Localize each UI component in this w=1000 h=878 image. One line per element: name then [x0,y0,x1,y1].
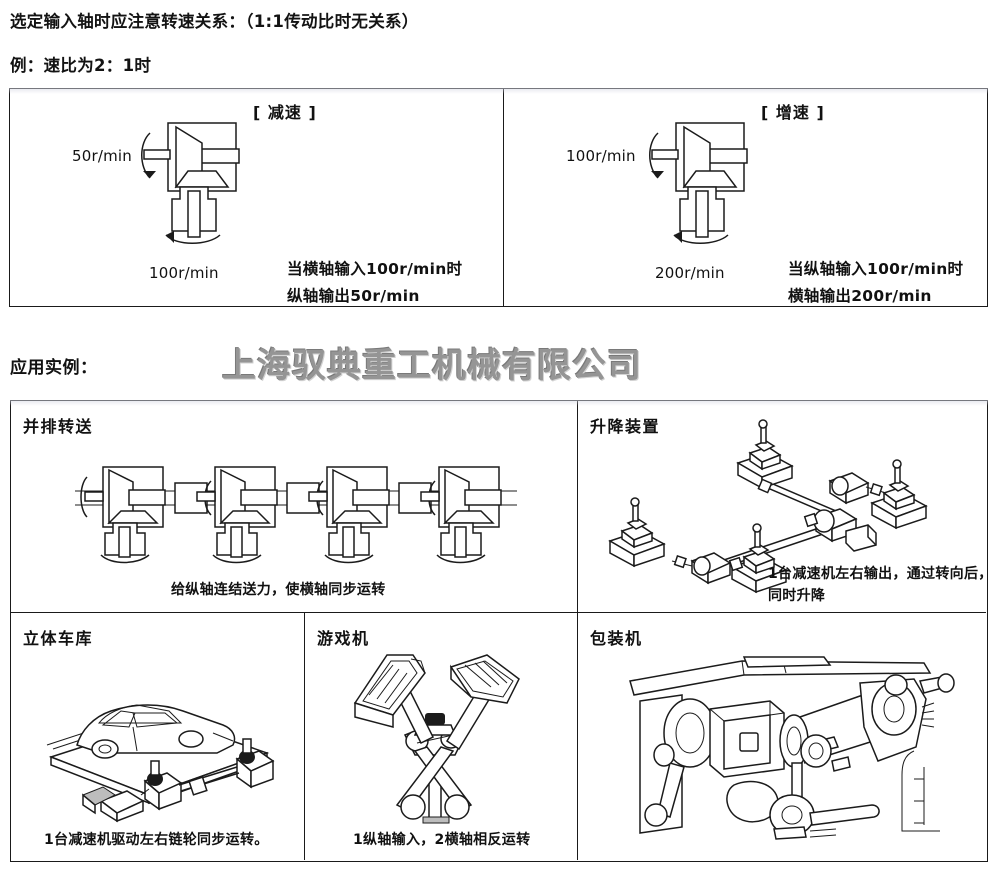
speed-box-divider [503,89,504,306]
rpm-label-input-overdrive: 100r/min [566,147,636,165]
panel-game-machine: 游戏机 [305,613,578,860]
application-examples-box: 并排转送 [10,400,988,862]
application-examples-label: 应用实例： [10,358,98,378]
speed-relation-box: [ 减速 ] 50r/min 100r/min 当横轴输入100r/min时 纵… [9,88,988,307]
panel-caption-lift-line-1: 1台减速机左右输出，通过转向后， [768,566,986,582]
speed-cell-title-reduction: [ 减速 ] [253,103,317,122]
packaging-machine-belt-drive-diagram [624,655,955,845]
panel-title-garage: 立体车库 [23,629,94,648]
speed-cell-title-overdrive: [ 增速 ] [761,103,825,122]
speed-cell-overdrive: [ 增速 ] 100r/min 200r/min 当纵轴输入100r/min时 … [503,89,989,306]
speed-note-line-2-overdrive: 横轴输出200r/min [788,287,932,305]
speed-cell-reduction: [ 减速 ] 50r/min 100r/min 当横轴输入100r/min时 纵… [10,89,503,306]
bevel-gearbox-overdrive-diagram [640,119,780,254]
bevel-gearbox-reduction-diagram [132,119,272,254]
screw-jack-lifting-system-diagram [600,419,970,594]
panel-caption-lift-line-2: 同时升降 [768,588,826,604]
intro-line-ratio-example: 例：速比为2：1时 [10,56,152,75]
panel-caption-garage: 1台减速机驱动左右链轮同步运转。 [44,832,269,848]
panel-title-pack: 包装机 [590,629,643,648]
panel-lifting-device: 升降装置 [578,401,986,613]
speed-note-line-1-reduction: 当横轴输入100r/min时 [287,260,463,278]
speed-note-line-1-overdrive: 当纵轴输入100r/min时 [788,260,964,278]
inline-gearbox-train-diagram [71,449,521,569]
panel-packaging-machine: 包装机 [578,613,986,860]
panel-title-conveyor: 并排转送 [23,417,94,436]
panel-caption-game: 1纵轴输入，2横轴相反运转 [353,832,531,848]
panel-caption-conveyor: 给纵轴连结送力，使横轴同步运转 [171,582,386,598]
panel-car-park: 立体车库 [11,613,305,860]
rpm-label-input-reduction: 50r/min [72,147,132,165]
panel-inline-conveyor: 并排转送 [11,401,578,613]
panel-title-game: 游戏机 [317,629,370,648]
amusement-ride-twin-arm-diagram [329,639,549,829]
company-watermark: 上海驭典重工机械有限公司 [222,346,642,386]
intro-line-speed-relation: 选定输入轴时应注意转速关系：（1:1传动比时无关系） [10,12,419,31]
rpm-label-output-reduction: 100r/min [149,264,219,282]
multi-level-car-park-lift-diagram [41,661,281,823]
rpm-label-output-overdrive: 200r/min [655,264,725,282]
speed-note-line-2-reduction: 纵轴输出50r/min [287,287,420,305]
panel-title-lift: 升降装置 [590,417,661,436]
